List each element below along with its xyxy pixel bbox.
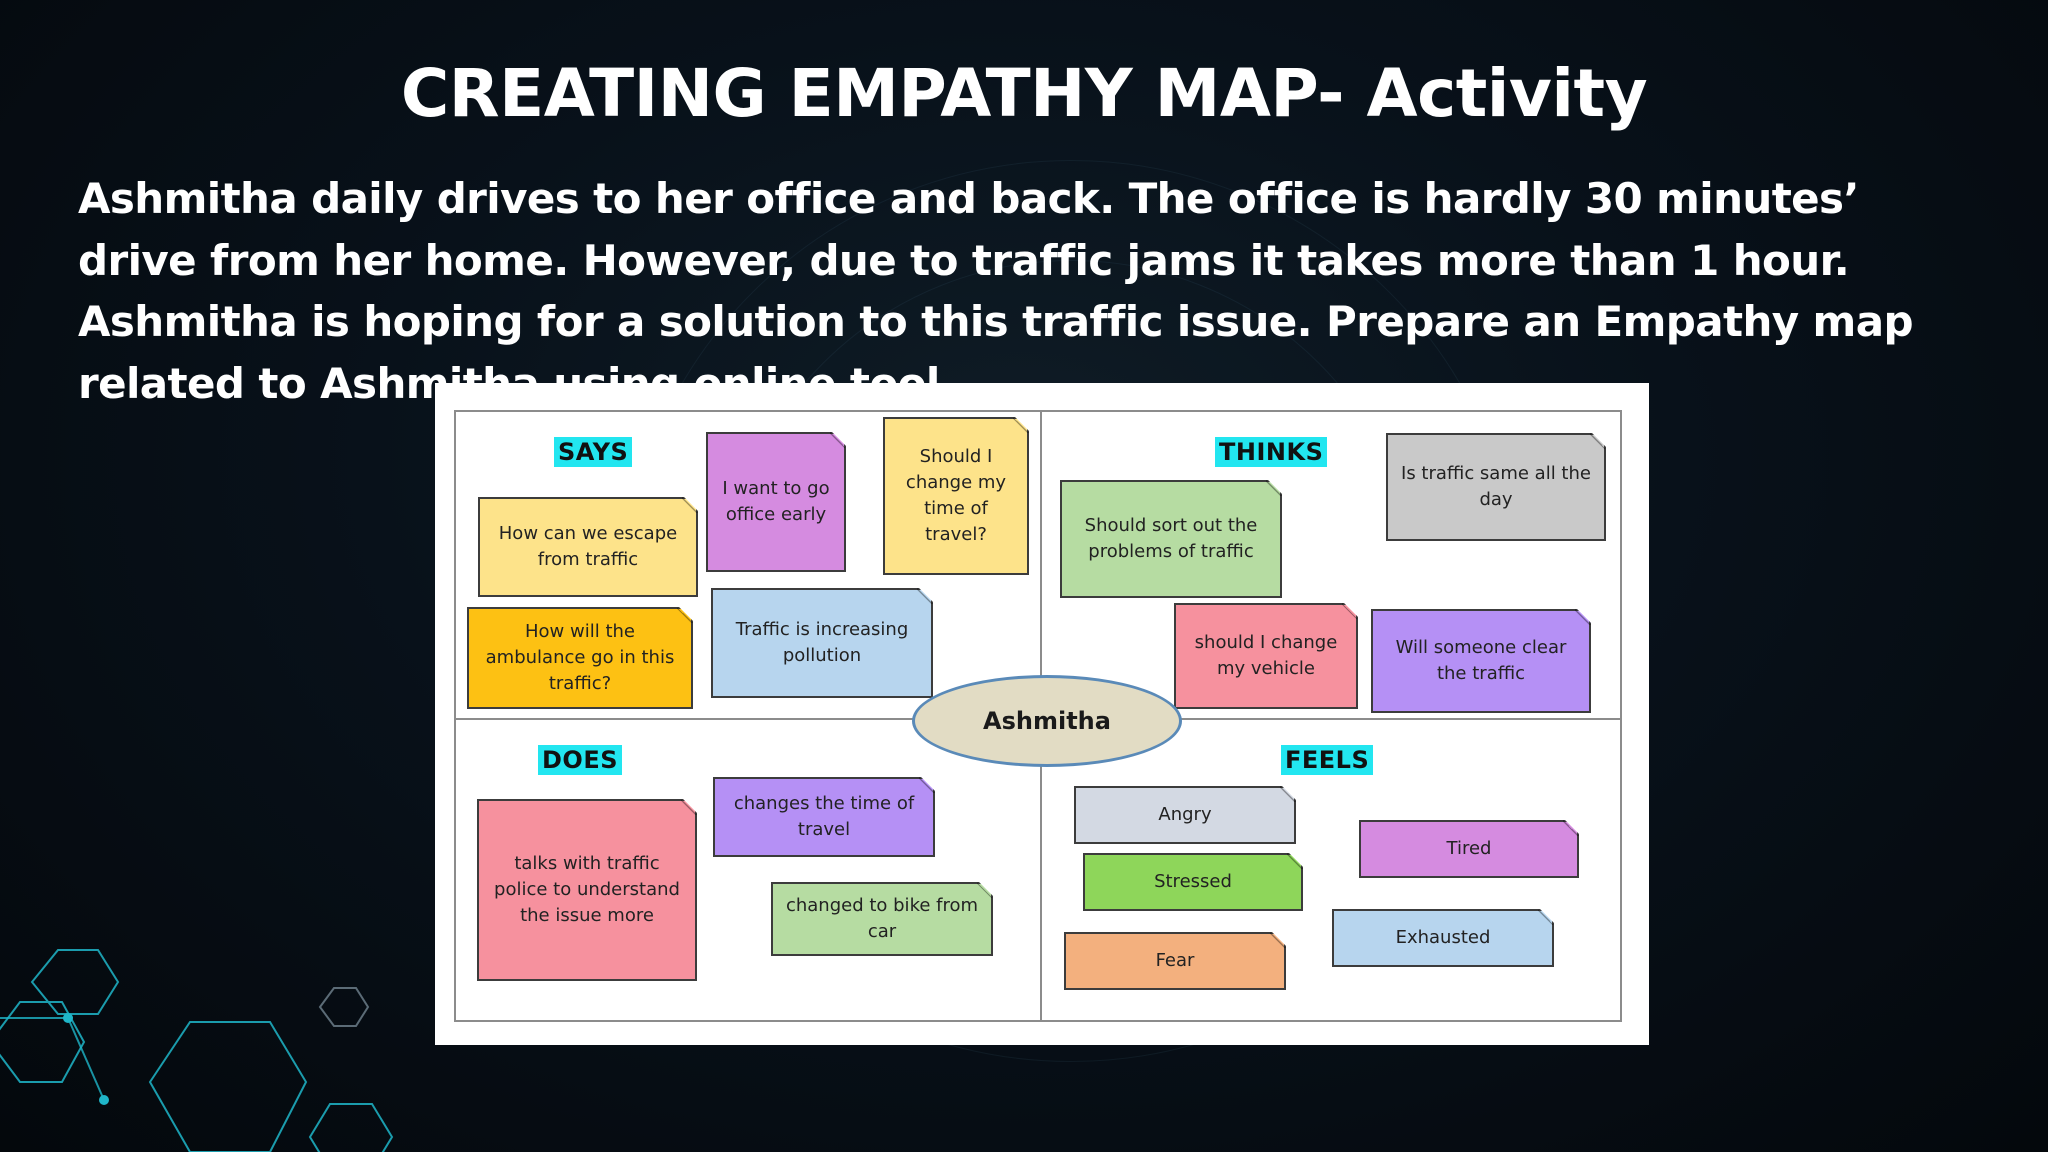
feels-label: FEELS [1281,745,1374,775]
sticky-note: Is traffic same all the day [1386,433,1606,541]
sticky-note: Tired [1359,820,1579,878]
sticky-note: Will someone clear the traffic [1371,609,1591,713]
sticky-note: Fear [1064,932,1286,990]
slide-title: CREATING EMPATHY MAP- Activity [400,55,1648,132]
sticky-note: changed to bike from car [771,882,993,956]
sticky-note: Stressed [1083,853,1303,911]
sticky-note: changes the time of travel [713,777,935,857]
empathy-map-grid: SAYS How can we escape from traffic I wa… [454,410,1622,1022]
center-persona: Ashmitha [912,675,1182,767]
sticky-note: I want to go office early [706,432,846,572]
sticky-note: Exhausted [1332,909,1554,967]
sticky-note: should I change my vehicle [1174,603,1358,709]
does-label: DOES [538,745,623,775]
sticky-note: talks with traffic police to understand … [477,799,697,981]
sticky-note: Should I change my time of travel? [883,417,1029,575]
empathy-map-image: SAYS How can we escape from traffic I wa… [435,383,1649,1045]
sticky-note: Should sort out the problems of traffic [1060,480,1282,598]
sticky-note: How will the ambulance go in this traffi… [467,607,693,709]
sticky-note: How can we escape from traffic [478,497,698,597]
sticky-note: Angry [1074,786,1296,844]
hexagon-decoration [0,949,394,1152]
sticky-note: Traffic is increasing pollution [711,588,933,698]
says-label: SAYS [554,437,633,467]
thinks-label: THINKS [1215,437,1328,467]
activity-description: Ashmitha daily drives to her office and … [78,174,1914,408]
